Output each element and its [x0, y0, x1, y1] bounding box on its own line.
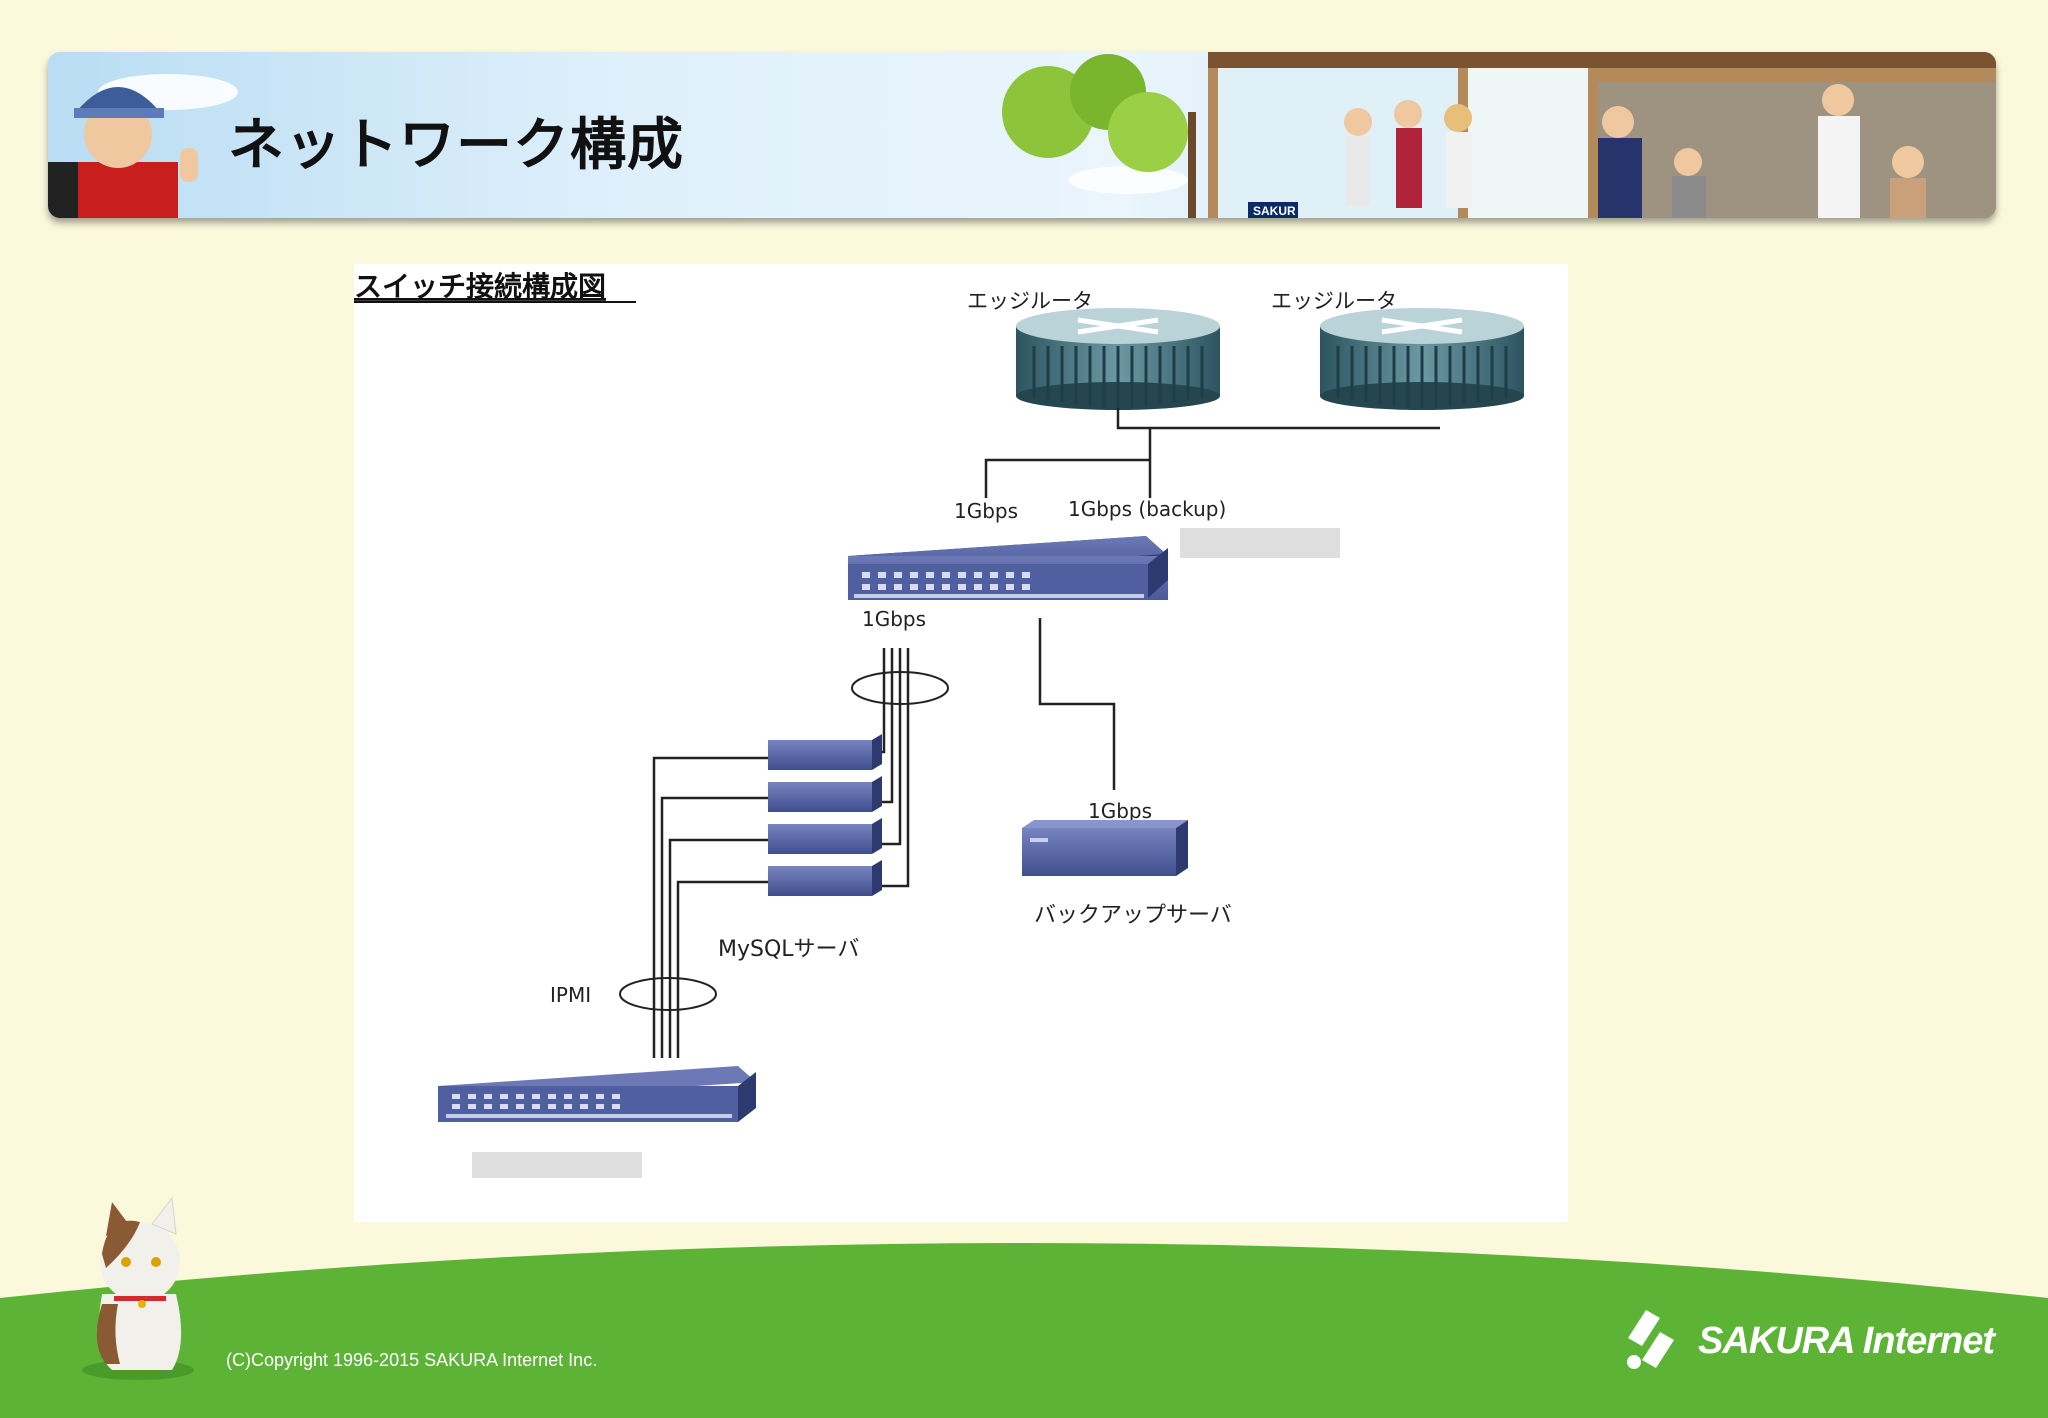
network-diagram: スイッチ接続構成図 エッジルータ エッジルータ: [354, 264, 1568, 1222]
logo-text: SAKURA Internet: [1698, 1320, 1995, 1362]
ipmi-label: IPMI: [550, 983, 591, 1007]
sakura-internet-logo: SAKURA Internet: [1616, 1306, 1995, 1376]
redacted-label: [1180, 528, 1340, 558]
page-title: ネットワーク構成: [228, 113, 684, 178]
ipmi-aggregation-ring: [619, 977, 717, 1011]
footer-ground: [0, 1228, 2048, 1418]
link-label: 1Gbps: [954, 499, 1018, 523]
redacted-label: [472, 1152, 642, 1178]
ipmi-switch-icon: [438, 1066, 756, 1122]
mysql-server-icon: [768, 776, 882, 812]
edge-router-1-icon: [1016, 308, 1220, 410]
mysql-uplinks: [876, 648, 910, 888]
link-label: 1Gbps (backup): [1068, 497, 1226, 521]
backup-link: [1038, 618, 1116, 790]
router-label: エッジルータ: [967, 289, 1093, 313]
link-label: 1Gbps: [1088, 799, 1152, 823]
mascot-character-icon: [48, 87, 198, 218]
mysql-server-icon: [768, 734, 882, 770]
sakura-logo-icon: [1627, 1310, 1674, 1369]
edge-router-2-icon: [1320, 308, 1524, 410]
backup-server-label: バックアップサーバ: [1034, 903, 1232, 928]
mysql-server-label: MySQLサーバ: [718, 937, 859, 962]
core-switch-icon: [848, 536, 1168, 600]
banner-illustration: SAKUR: [48, 52, 1996, 218]
ipmi-links: [652, 756, 768, 1058]
diagram-canvas: スイッチ接続構成図 エッジルータ エッジルータ: [354, 270, 1524, 1178]
storefront-scene-icon: SAKUR: [1002, 52, 1996, 218]
svg-text:SAKUR: SAKUR: [1253, 204, 1296, 218]
diagram-title: スイッチ接続構成図: [354, 270, 606, 303]
mysql-server-icon: [768, 860, 882, 896]
header-banner: SAKUR ネットワーク構成: [48, 52, 1996, 218]
mysql-server-icon: [768, 818, 882, 854]
link-label: 1Gbps: [862, 607, 926, 631]
copyright-text: (C)Copyright 1996-2015 SAKURA Internet I…: [226, 1350, 598, 1370]
router-links: [984, 408, 1440, 498]
ground-shape: [0, 1243, 2048, 1418]
router-label: エッジルータ: [1271, 289, 1397, 313]
cat-mascot-icon: [82, 1196, 194, 1380]
backup-server-icon: [1022, 820, 1188, 876]
